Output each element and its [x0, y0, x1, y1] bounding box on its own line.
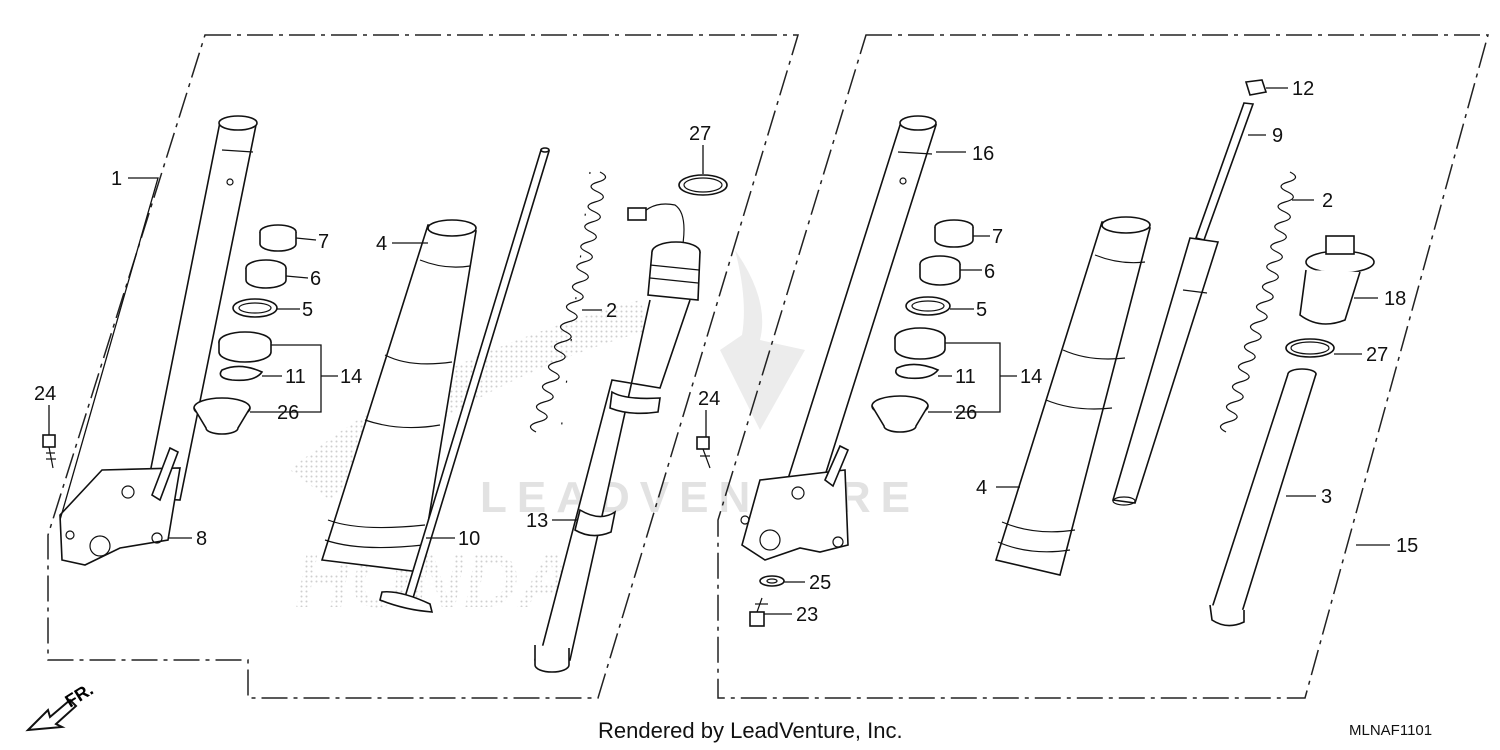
washer-part — [232, 298, 278, 318]
washer-right-part — [905, 296, 951, 316]
callout-6-left: 6 — [310, 268, 321, 290]
damper-rod-part — [379, 147, 551, 613]
callout-27-left: 27 — [689, 123, 711, 145]
damper-cartridge-part — [534, 203, 701, 673]
callout-5-left: 5 — [302, 299, 313, 321]
stopper-ring-right-part — [895, 363, 940, 380]
callout-6-right: 6 — [984, 261, 995, 283]
watermark-logo-mark — [720, 250, 805, 430]
piston-rod-part — [1111, 102, 1255, 506]
callout-25: 25 — [809, 572, 831, 594]
inner-tube-right-part — [994, 216, 1152, 576]
callout-24-right: 24 — [698, 388, 720, 410]
callout-1: 1 — [111, 168, 122, 190]
callout-27-right: 27 — [1366, 344, 1388, 366]
callout-14-left: 14 — [340, 366, 362, 388]
fork-spring-right-part — [1219, 171, 1297, 433]
left-leader-lines — [48, 145, 704, 539]
callout-23: 23 — [796, 604, 818, 626]
bolt-part — [42, 434, 56, 469]
fork-spring-part — [529, 171, 607, 441]
callout-11-left: 11 — [285, 366, 306, 388]
callout-18: 18 — [1384, 288, 1406, 310]
dust-seal-part — [193, 397, 251, 435]
guide-bushing-part — [245, 259, 287, 289]
dust-seal-right-part — [871, 395, 929, 433]
callout-7-left: 7 — [318, 231, 329, 253]
callout-5-right: 5 — [976, 299, 987, 321]
arrow-down-left-icon — [25, 698, 78, 732]
lock-nut-part — [1244, 79, 1268, 96]
bushing-right-part — [934, 219, 974, 248]
callout-16: 16 — [972, 143, 994, 165]
callout-11-right: 11 — [955, 366, 976, 388]
o-ring-right-part — [1285, 338, 1335, 358]
outer-tube-right-part — [740, 115, 938, 561]
washer-bolt-part — [759, 575, 785, 587]
callout-13: 13 — [526, 510, 548, 532]
callout-4-left: 4 — [376, 233, 387, 255]
callout-7-right: 7 — [992, 226, 1003, 248]
callout-26-left: 26 — [277, 402, 299, 424]
rendered-by-credit: Rendered by LeadVenture, Inc. — [598, 718, 903, 743]
bolt-right-part — [696, 436, 711, 469]
left-group-frame — [47, 34, 800, 699]
callout-14-right: 14 — [1020, 366, 1042, 388]
left-group: 1 7 6 5 11 14 26 24 8 4 10 2 27 13 — [34, 115, 728, 673]
guide-bushing-right-part — [919, 255, 961, 286]
callout-2-left: 2 — [606, 300, 617, 322]
callout-9: 9 — [1272, 125, 1283, 147]
callout-4-right: 4 — [976, 477, 987, 499]
right-leader-lines — [705, 87, 1390, 615]
right-group-frame — [717, 34, 1489, 699]
callout-15: 15 — [1396, 535, 1418, 557]
collar-tube-part — [1209, 368, 1317, 627]
outer-tube-part — [59, 115, 258, 566]
front-direction-indicator: FR. — [25, 679, 97, 732]
o-ring-part — [678, 174, 728, 196]
oil-seal-part — [218, 331, 272, 363]
callout-10: 10 — [458, 528, 480, 550]
bushing-part — [259, 224, 297, 252]
fork-cap-part — [1299, 235, 1375, 325]
oil-seal-right-part — [894, 327, 946, 360]
callout-8: 8 — [196, 528, 207, 550]
callout-12: 12 — [1292, 78, 1314, 100]
callout-2-right: 2 — [1322, 190, 1333, 212]
bolt-23-part — [749, 597, 768, 627]
callout-24-left: 24 — [34, 383, 56, 405]
right-group: 16 7 6 5 11 14 26 24 25 23 4 12 9 2 18 2… — [696, 78, 1418, 627]
diagram-code: MLNAF1101 — [1349, 722, 1433, 739]
stopper-ring-part — [219, 365, 264, 382]
callout-3: 3 — [1321, 486, 1332, 508]
callout-26-right: 26 — [955, 402, 977, 424]
